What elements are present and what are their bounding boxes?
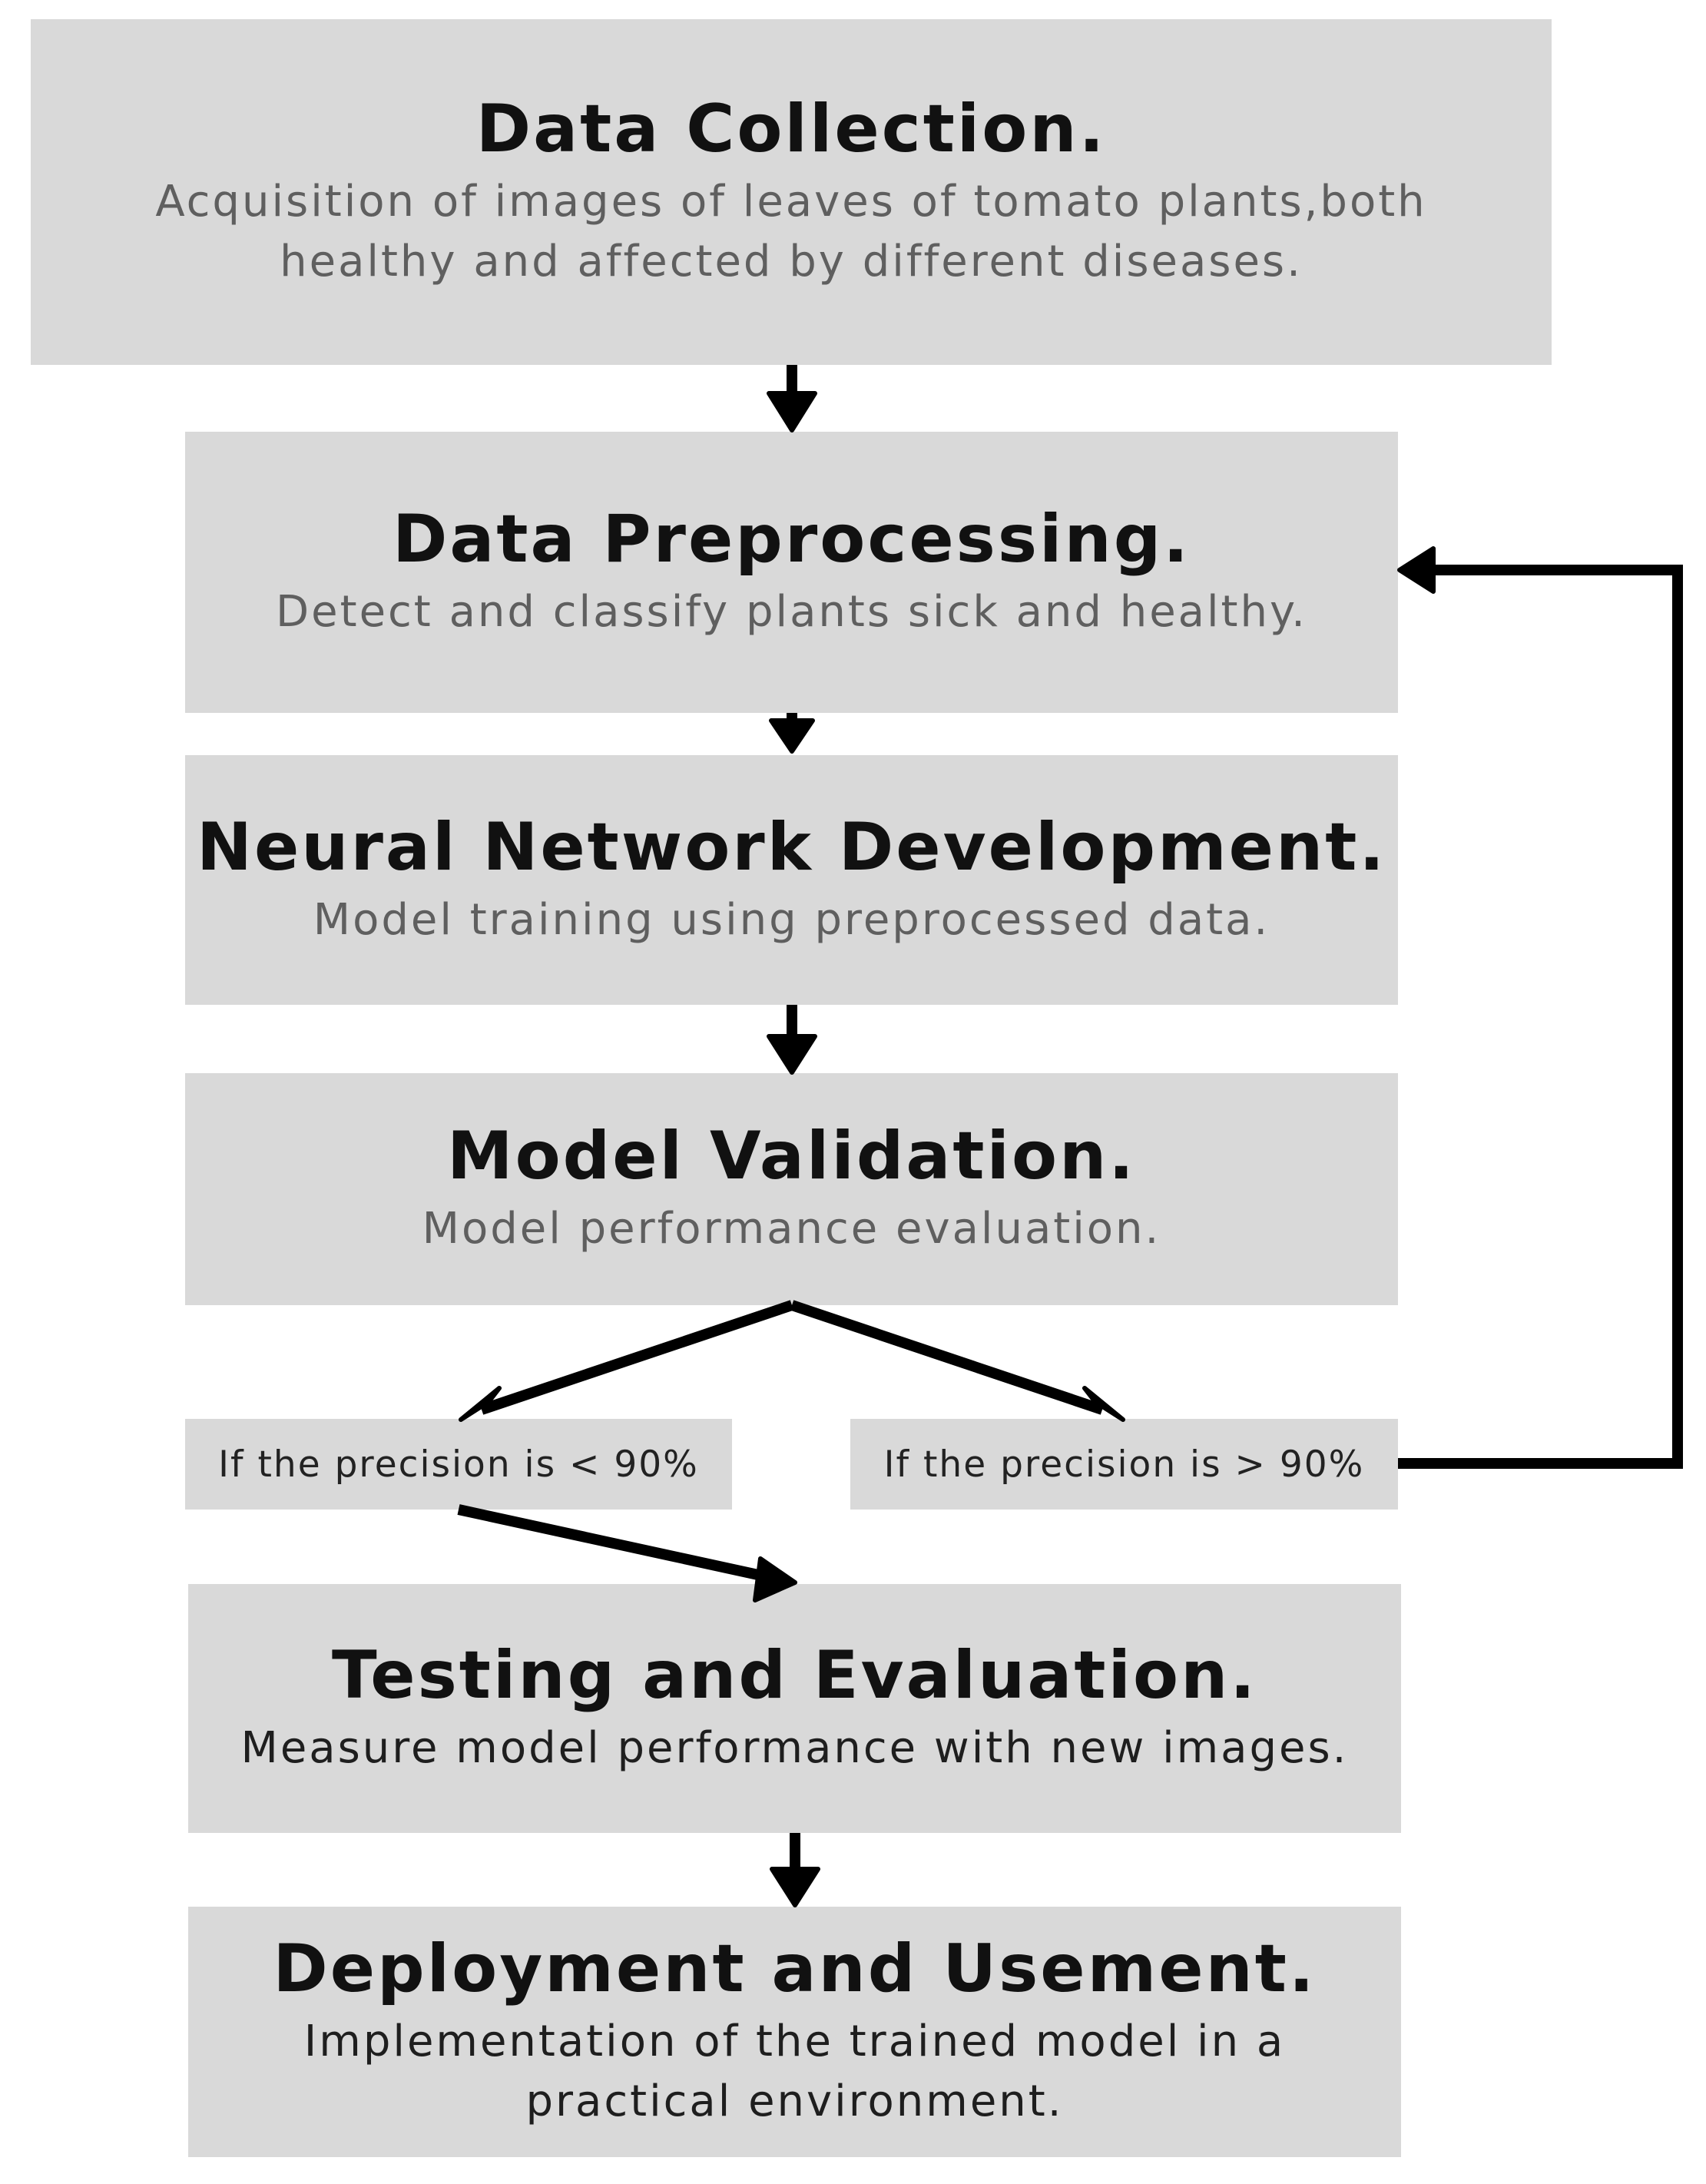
condition-low-precision: If the precision is < 90% — [185, 1419, 732, 1510]
step-neural-network-development: Neural Network Development. Model traini… — [185, 755, 1398, 1005]
step-data-collection: Data Collection. Acquisition of images o… — [31, 19, 1552, 365]
step-data-preprocessing: Data Preprocessing. Detect and classify … — [185, 432, 1398, 713]
condition-high-precision: If the precision is > 90% — [850, 1419, 1398, 1510]
step-model-validation: Model Validation. Model performance eval… — [185, 1073, 1398, 1305]
step-title: Data Preprocessing. — [393, 501, 1191, 578]
step-deployment-and-usement: Deployment and Usement. Implementation o… — [188, 1907, 1401, 2157]
arrowhead — [767, 1034, 817, 1075]
step-title: Neural Network Development. — [196, 808, 1387, 886]
step-title: Model Validation. — [447, 1118, 1136, 1195]
step-testing-and-evaluation: Testing and Evaluation. Measure model pe… — [188, 1584, 1401, 1833]
arrowhead — [770, 1867, 820, 1907]
step-description: Detect and classify plants sick and heal… — [276, 587, 1307, 638]
arrowhead — [769, 718, 815, 754]
arrow-low-to-testing — [457, 1504, 767, 1582]
step-title: Deployment and Usement. — [273, 1930, 1317, 2008]
step-description: Model training using preprocessed data. — [313, 894, 1270, 945]
arrow-feedback-loop — [1398, 565, 1683, 1469]
arrowhead — [767, 391, 817, 432]
arrow-validation-to-high — [790, 1300, 1105, 1415]
condition-label: If the precision is > 90% — [883, 1443, 1365, 1486]
arrow-validation-to-low — [479, 1300, 794, 1415]
step-description: Acquisition of images of leaves of tomat… — [155, 177, 1427, 287]
arrowhead — [1397, 546, 1436, 594]
step-description: Model performance evaluation. — [422, 1204, 1161, 1254]
arrowhead — [459, 1386, 502, 1422]
step-description: Implementation of the trained model in a… — [303, 2017, 1286, 2127]
step-title: Testing and Evaluation. — [332, 1637, 1257, 1715]
step-description: Measure model performance with new image… — [240, 1723, 1349, 1774]
arrowhead — [1082, 1386, 1125, 1422]
arrowhead — [753, 1556, 797, 1602]
condition-label: If the precision is < 90% — [218, 1443, 699, 1486]
step-title: Data Collection. — [475, 91, 1107, 168]
